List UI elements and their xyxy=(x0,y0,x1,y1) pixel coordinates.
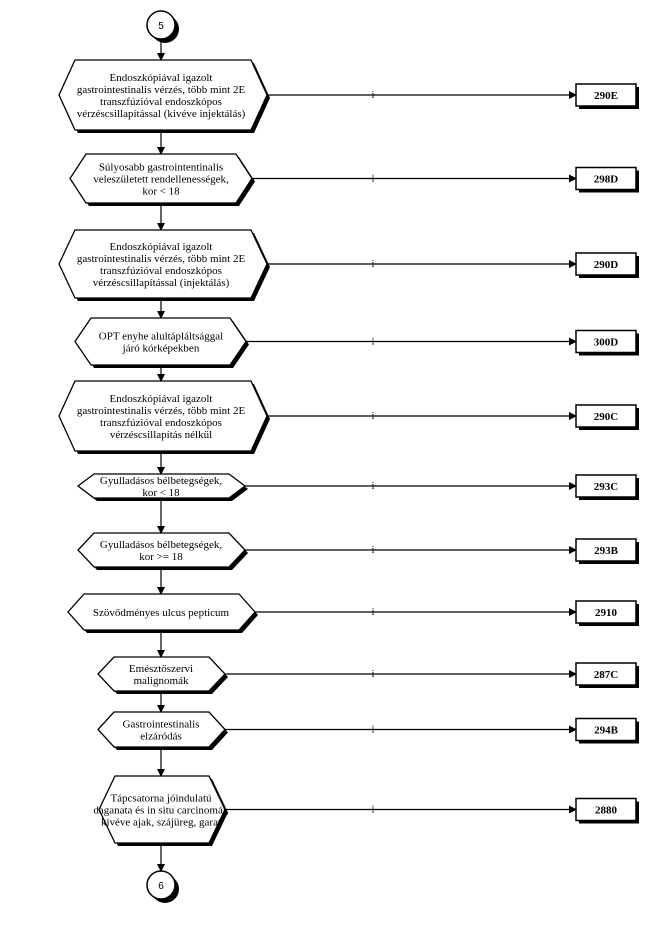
result-box xyxy=(575,252,637,276)
result-box xyxy=(575,166,637,191)
result-code: 290C xyxy=(594,411,619,423)
result-box xyxy=(575,404,637,428)
decision-text-line: veleszületett rendellenességek, xyxy=(93,174,229,186)
decision-step-s5: Endoszkópiával igazoltgastrointestinalis… xyxy=(58,380,639,454)
decision-text-line: Emésztőszervi xyxy=(129,663,193,675)
decision-text-line: Szövődményes ulcus pepticum xyxy=(93,607,230,619)
decision-hexagon xyxy=(77,532,246,568)
decision-hexagon xyxy=(97,656,226,692)
decision-text-line: transzfúzióval endoszkópos xyxy=(100,417,222,429)
decision-step-s6: Gyulladásos bélbetegségek,kor < 18 i 293C xyxy=(76,473,639,501)
decision-text-line: elzáródás xyxy=(140,731,182,743)
result-code: 293C xyxy=(594,481,619,493)
decision-text-line: Endoszkópiával igazolt xyxy=(110,72,213,84)
decision-hexagon xyxy=(76,473,247,499)
result-box xyxy=(575,83,637,107)
result-code: 2880 xyxy=(595,805,618,817)
decision-hexagon xyxy=(58,229,268,299)
decision-hexagon xyxy=(58,380,268,452)
decision-hexagon xyxy=(74,317,247,366)
result-code: 287C xyxy=(594,669,619,681)
decision-step-s8: Szövődményes ulcus pepticum i 2910 xyxy=(67,593,639,633)
result-box xyxy=(575,797,637,822)
result-box xyxy=(575,538,637,562)
decision-text-line: vérzéscsillapítás nélkül xyxy=(110,429,212,441)
decision-text-line: Súlyosabb gastrointentinalis xyxy=(99,162,223,174)
branch-label: i xyxy=(372,545,375,556)
result-box xyxy=(575,662,637,686)
decision-text-line: kor >= 18 xyxy=(139,551,183,563)
decision-hexagon xyxy=(69,153,253,204)
branch-label: i xyxy=(372,174,375,185)
decision-text-line: Endoszkópiával igazolt xyxy=(110,241,213,253)
end-connector-label: 6 xyxy=(158,881,164,892)
decision-text-line: daganata és in situ carcinomái, xyxy=(93,805,229,817)
branch-label: i xyxy=(372,411,375,422)
decision-hexagon xyxy=(98,775,226,844)
result-code: 290D xyxy=(594,259,619,271)
decision-text-line: kor < 18 xyxy=(142,186,180,198)
decision-text-line: OPT enyhe alultápláltsággal xyxy=(99,331,223,343)
branch-label: i xyxy=(372,259,375,270)
decision-step-s7: Gyulladásos bélbetegségek,kor >= 18 i 293B xyxy=(77,532,639,570)
result-box xyxy=(575,717,637,742)
decision-text-line: gastrointestinalis vérzés, több mint 2E xyxy=(77,405,246,417)
decision-hexagon xyxy=(67,593,256,631)
decision-text-line: Gastrointestinalis xyxy=(123,719,200,731)
decision-hexagon xyxy=(58,59,268,131)
decision-step-s3: Endoszkópiával igazoltgastrointestinalis… xyxy=(58,229,639,301)
branch-label: i xyxy=(372,481,375,492)
decision-text-line: kor < 18 xyxy=(142,487,180,499)
result-code: 294B xyxy=(594,725,619,737)
decision-text-line: vérzéscsillapítással (kivéve injektálás) xyxy=(77,108,246,120)
result-code: 300D xyxy=(594,337,619,349)
branch-label: i xyxy=(372,90,375,101)
start-connector-label: 5 xyxy=(158,21,164,32)
decision-text-line: Gyulladásos bélbetegségek, xyxy=(100,539,222,551)
decision-hexagon xyxy=(97,711,226,748)
branch-label: i xyxy=(372,607,375,618)
decision-text-line: Tápcsatorna jóindulatú xyxy=(110,793,212,805)
start-connector: 5 xyxy=(146,10,179,43)
decision-text-line: Gyulladásos bélbetegségek, xyxy=(100,475,222,487)
end-connector: 6 xyxy=(146,870,179,903)
decision-step-s2: Súlyosabb gastrointentinalisveleszületet… xyxy=(69,153,639,206)
branch-label: i xyxy=(372,337,375,348)
decision-text-line: gastrointestinalis vérzés, több mint 2E xyxy=(77,84,246,96)
result-box xyxy=(575,600,637,624)
branch-label: i xyxy=(372,725,375,736)
decision-text-line: járó kórképekben xyxy=(122,343,200,355)
result-box xyxy=(575,474,637,498)
decision-steps: Endoszkópiával igazoltgastrointestinalis… xyxy=(58,59,639,846)
branch-label: i xyxy=(372,669,375,680)
decision-text-line: vérzéscsillapítással (injektálás) xyxy=(93,277,230,289)
result-box xyxy=(575,329,637,354)
result-code: 290E xyxy=(594,90,618,102)
result-code: 298D xyxy=(594,174,619,186)
decision-step-s1: Endoszkópiával igazoltgastrointestinalis… xyxy=(58,59,639,133)
decision-text-line: transzfúzióval endoszkópos xyxy=(100,96,222,108)
decision-text-line: kivéve ajak, szájüreg, garat xyxy=(101,817,221,829)
decision-text-line: malignomák xyxy=(134,675,189,687)
result-code: 293B xyxy=(594,545,619,557)
decision-text-line: Endoszkópiával igazolt xyxy=(110,393,213,405)
decision-text-line: transzfúzióval endoszkópos xyxy=(100,265,222,277)
branch-label: i xyxy=(372,805,375,816)
result-code: 2910 xyxy=(595,607,618,619)
decision-text-line: gastrointestinalis vérzés, több mint 2E xyxy=(77,253,246,265)
